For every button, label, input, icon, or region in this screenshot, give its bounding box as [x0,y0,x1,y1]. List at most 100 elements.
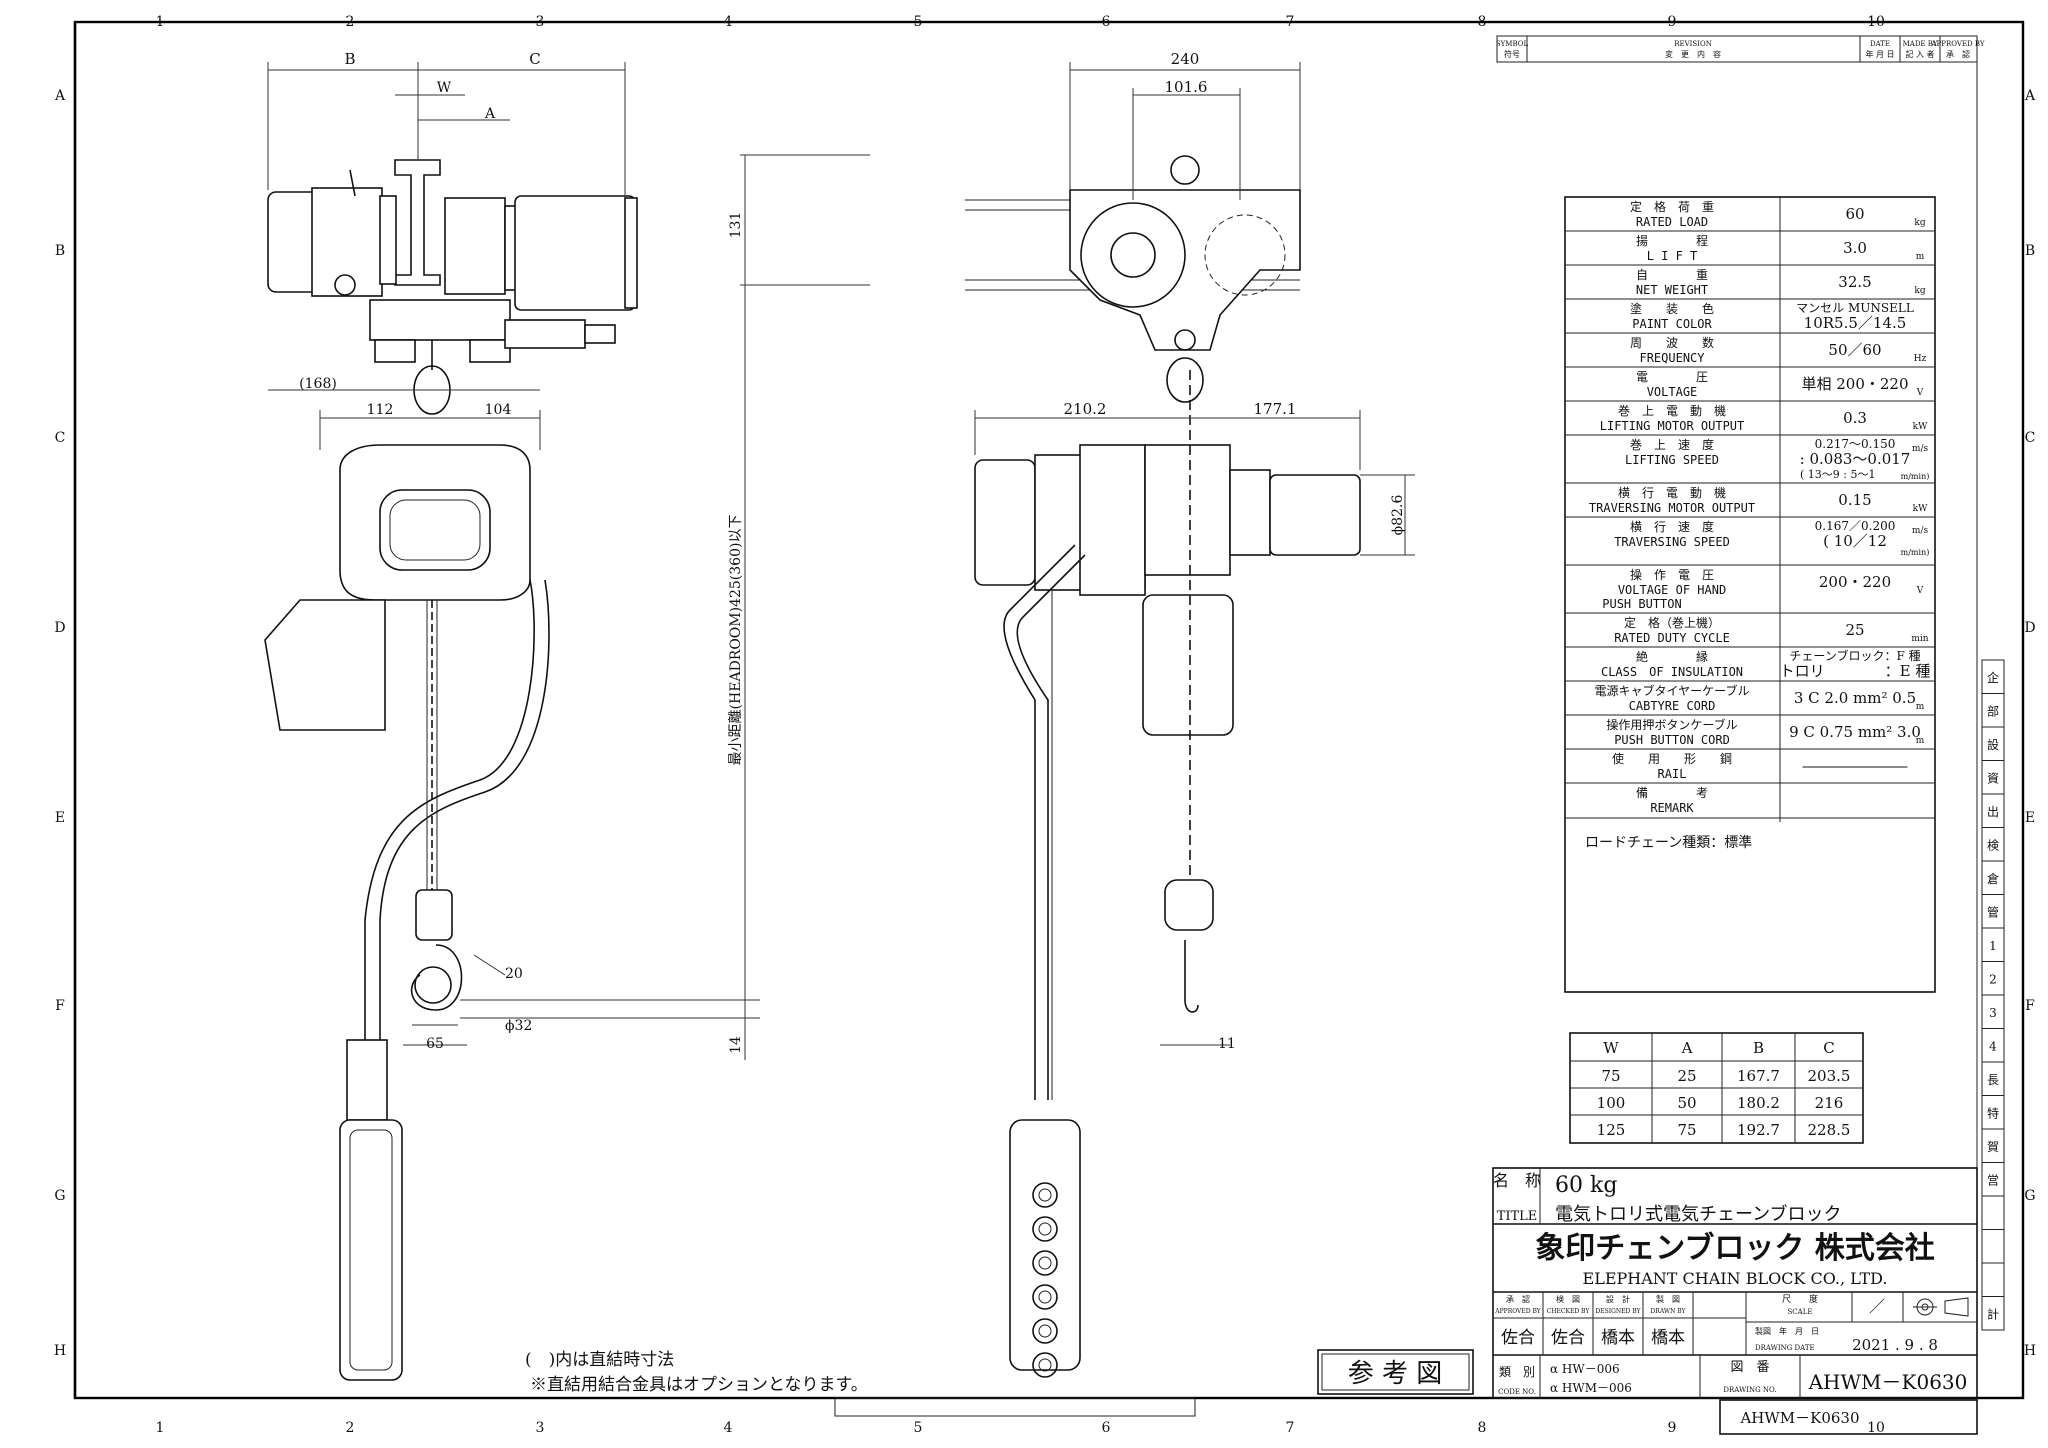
drawing-no-label-jp: 図 番 [1730,1360,1769,1375]
circulation-stamp: 2 [1989,973,1997,987]
spec-label-en: FREQUENCY [1639,351,1705,365]
category-1: α HW－006 [1550,1362,1620,1376]
reference-stamp-text: 参 考 図 [1348,1359,1443,1389]
spec-label-jp: 横 行 速 度 [1630,519,1714,534]
role-signature: 橋本 [1651,1328,1685,1348]
spec-value-bottom: ( 13〜9 : 5〜1 [1800,468,1875,481]
dim-14: 14 [728,1036,744,1054]
circulation-stamp: 資 [1987,772,1999,786]
grid-col-label: 5 [914,14,923,30]
spec-value-top: 0.167／0.200 [1815,519,1896,533]
circulation-stamp: 設 [1987,737,1999,752]
grid-col-label: 4 [724,14,733,30]
spec-label-jp: 操 作 電 圧 [1630,567,1714,582]
grid-col-label: 2 [346,1420,355,1436]
dim-table-cell: 75 [1677,1121,1696,1139]
grid-row-label: B [55,243,65,259]
spec-label-en: RAIL [1658,767,1687,781]
dim-131: 131 [728,212,744,239]
spec-label-jp: 電源キャブタイヤーケーブル [1595,683,1750,698]
dim-table-header: B [1753,1039,1764,1057]
spec-value: 3 C 2.0 mm² 0.5 [1794,689,1916,707]
spec-value: 10R5.5／14.5 [1804,314,1907,332]
role-label-en: CHECKED BY [1547,1308,1591,1315]
spec-value-top: マンセル MUNSELL [1796,301,1914,315]
spec-label-en: VOLTAGE [1647,385,1698,399]
dim-101-6: 101.6 [1165,78,1208,96]
spec-label-jp: 電 圧 [1636,370,1708,384]
rev-symbol-jp: 符号 [1504,49,1520,59]
grid-row-label: H [2024,1343,2036,1359]
spec-label-en: RATED DUTY CYCLE [1614,631,1730,645]
name-label: 名 称 [1493,1171,1541,1190]
footnote-2: ※直結用結合金具はオプションとなります。 [530,1375,868,1395]
spec-value: 0.3 [1843,409,1867,427]
spec-unit: m [1916,252,1925,262]
spec-unit: V [1916,586,1924,596]
spec-value: 32.5 [1838,273,1871,291]
role-label-en: APPROVED BY [1494,1308,1541,1315]
role-signature: 佐合 [1551,1328,1585,1348]
dim-table-cell: 25 [1677,1067,1696,1085]
spec-value: 0.15 [1838,491,1871,509]
dim-177-1: 177.1 [1254,400,1297,418]
projection-symbol-icon [1913,1297,1969,1317]
front-view-drawing [965,155,1361,1378]
grid-row-label: E [55,810,65,826]
role-label-jp: 製 図 [1656,1294,1680,1304]
spec-label-jp: 巻 上 速 度 [1630,437,1714,452]
circulation-stamp: 企 [1987,670,1999,685]
scale-label-jp: 尺 度 [1782,1293,1818,1305]
grid-col-label: 3 [536,14,545,30]
spec-value: トロリ ：E 種 [1780,662,1931,680]
circulation-stamp: 出 [1987,805,1999,819]
grid-col-label: 5 [914,1420,923,1436]
side-view-dimensions: B C W A (168) 112 104 20 ϕ32 65 131 最小距離… [267,50,870,1060]
dim-a: A [484,106,496,122]
spec-unit: min [1911,634,1928,644]
grid-col-label: 6 [1102,14,1111,30]
spec-unit: Hz [1914,354,1927,364]
remark-note: ロードチェーン種類：標準 [1585,835,1752,851]
scale-value: ／ [1869,1297,1885,1316]
role-signature: 佐合 [1501,1328,1535,1348]
spec-value: 60 [1845,205,1864,223]
spec-label-jp: 横 行 電 動 機 [1618,485,1726,500]
grid-row-label: C [2025,430,2036,446]
spec-label-jp: 揚 程 [1636,233,1708,248]
front-view-dimensions: 240 101.6 210.2 177.1 ϕ82.6 11 [974,50,1415,1052]
model-name: 60 kg [1555,1173,1617,1198]
grid-row-label: G [54,1188,65,1204]
dim-168: (168) [299,376,337,392]
grid-row-label: E [2025,810,2035,826]
spec-unit: V [1916,388,1924,398]
spec-unit: m [1916,736,1925,746]
side-view-drawing [264,159,638,1381]
dim-table-cell: 167.7 [1737,1067,1780,1085]
spec-label-en: CABTYRE CORD [1629,699,1716,713]
category-2: α HWM－006 [1550,1381,1632,1395]
spec-label-jp: 備 考 [1636,785,1708,800]
grid-row-label: D [54,620,65,636]
grid-row-label: A [2024,88,2036,104]
rev-approved-by-jp: 承 認 [1946,49,1970,59]
rev-made-by-jp: 記 入 者 [1905,49,1934,59]
grid-row-label: F [2025,998,2035,1014]
pendant-buttons [1032,1182,1058,1378]
dim-table-cell: 125 [1597,1121,1626,1139]
dim-104: 104 [485,402,512,418]
grid-col-label: 1 [156,1420,165,1436]
spec-unit: kW [1913,422,1928,432]
spec-label-en2: PUSH BUTTON [1602,597,1681,611]
spec-unit: kg [1914,286,1925,296]
spec-label-en: LIFTING MOTOR OUTPUT [1600,419,1745,433]
dim-65: 65 [426,1036,444,1052]
spec-unit: m/s [1912,526,1929,536]
circulation-stamp: 1 [1989,939,1997,953]
bottom-strip [834,1397,1196,1417]
revision-header: SYMBOL 符号 REVISION 変 更 内 容 DATE 年 月 日 MA… [1496,35,1985,1398]
spec-value-top: 0.217〜0.150 [1815,437,1896,451]
